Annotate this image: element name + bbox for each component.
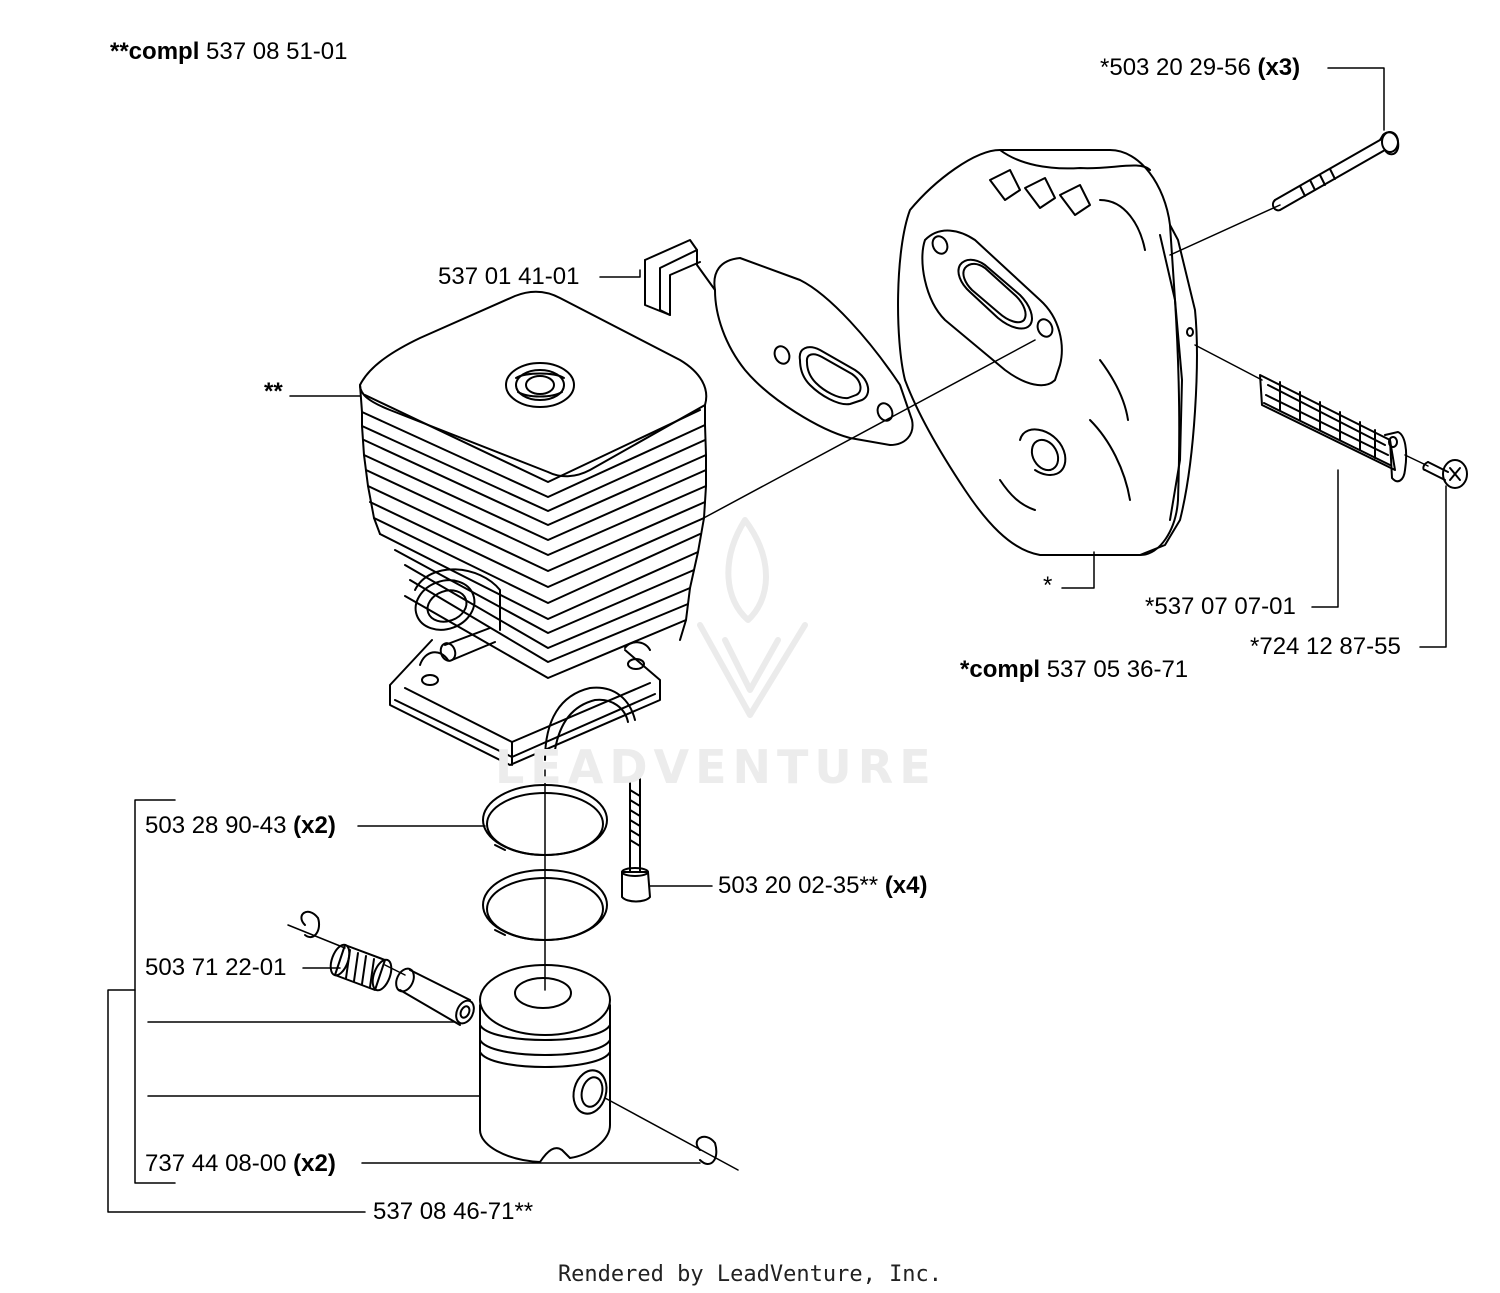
label-cylinder-bolt[interactable]: 503 20 02-35** (x4) xyxy=(718,872,928,900)
label-small-screw-num: *724 12 87-55 xyxy=(1250,633,1401,660)
label-cylinder-bolt-num: 503 20 02-35** xyxy=(718,872,879,899)
label-cylinder-bolt-qty: (x4) xyxy=(884,872,928,899)
label-cylinder-mark[interactable]: ** xyxy=(264,378,283,406)
label-circlip-num: 737 44 08-00 xyxy=(145,1150,287,1177)
label-piston-ring-num: 503 28 90-43 xyxy=(145,812,287,839)
label-piston-kit-num: 537 08 46-71** xyxy=(373,1198,534,1225)
label-compl-cylinder[interactable]: **compl 537 08 51-01 xyxy=(110,38,348,66)
label-needle-bearing[interactable]: 503 71 22-01 xyxy=(145,954,286,982)
leader-lines xyxy=(107,67,1447,1213)
assembly-lines xyxy=(287,204,1429,1171)
cylinder-bolt-part xyxy=(621,774,651,903)
label-screw-top-qty: (x3) xyxy=(1257,54,1301,81)
footer-credit: Rendered by LeadVenture, Inc. xyxy=(557,1262,943,1287)
label-screen-num: *537 07 07-01 xyxy=(1145,593,1296,620)
label-small-screw[interactable]: *724 12 87-55 xyxy=(1250,633,1401,661)
label-compl-muffler[interactable]: *compl 537 05 36-71 xyxy=(960,656,1188,684)
label-compl-cylinder-prefix: **compl xyxy=(110,38,200,65)
label-circlip-qty: (x2) xyxy=(293,1150,336,1177)
label-needle-bearing-num: 503 71 22-01 xyxy=(145,954,287,981)
label-gasket-num: 537 01 41-01 xyxy=(438,263,580,290)
label-cylinder-mark-num: ** xyxy=(264,378,283,405)
label-compl-muffler-prefix: *compl xyxy=(960,656,1041,683)
label-screen[interactable]: *537 07 07-01 xyxy=(1145,593,1296,621)
label-screw-top-num: *503 20 29-56 xyxy=(1100,54,1251,81)
label-piston-ring[interactable]: 503 28 90-43 (x2) xyxy=(145,812,336,840)
piston-part xyxy=(479,964,611,1163)
label-compl-muffler-num: 537 05 36-71 xyxy=(1046,656,1189,683)
screw-top-part xyxy=(1271,131,1400,212)
label-screw-top[interactable]: *503 20 29-56 (x3) xyxy=(1100,54,1300,82)
piston-pin-part xyxy=(395,967,475,1026)
label-muffler-mark[interactable]: * xyxy=(1043,572,1052,600)
watermark-text: LEADVENTURE xyxy=(495,740,937,794)
label-circlip[interactable]: 737 44 08-00 (x2) xyxy=(145,1150,336,1178)
label-piston-ring-qty: (x2) xyxy=(293,812,336,839)
spark-screen-part xyxy=(1259,374,1408,483)
circlip-part xyxy=(300,910,718,1165)
gasket-part xyxy=(644,239,914,446)
label-muffler-mark-num: * xyxy=(1043,572,1053,599)
small-screw-part xyxy=(1422,459,1468,489)
label-piston-kit[interactable]: 537 08 46-71** xyxy=(373,1198,533,1226)
muffler-part xyxy=(897,149,1198,556)
needle-bearing-part xyxy=(329,943,393,992)
cylinder-part xyxy=(359,290,708,766)
watermark-logo-icon xyxy=(697,517,808,718)
label-gasket[interactable]: 537 01 41-01 xyxy=(438,263,579,291)
label-compl-cylinder-num: 537 08 51-01 xyxy=(206,38,348,65)
